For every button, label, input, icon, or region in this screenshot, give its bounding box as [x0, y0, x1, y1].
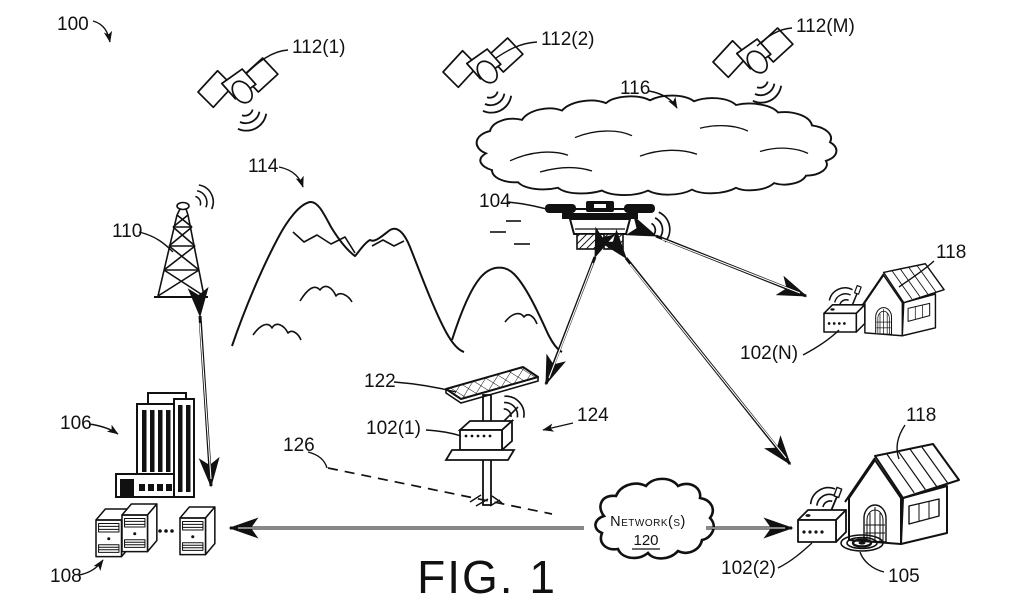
label-118-lower: 118 [906, 405, 936, 426]
label-102-2-leader [777, 542, 813, 569]
mountains [231, 201, 563, 353]
label-126: 126 [283, 435, 315, 456]
satellite-2-signal-icon [477, 86, 516, 119]
label-112-2-leader [495, 41, 538, 59]
label-124-arrow [542, 422, 574, 432]
label-102-1-leader [425, 429, 462, 437]
label-112-1: 112(1) [292, 37, 346, 58]
link-uav-solar-station [544, 226, 616, 386]
label-114: 114 [248, 156, 279, 177]
label-118-upper-leader [898, 260, 935, 288]
label-112-m-leader [756, 27, 793, 47]
satellite-1-signal-icon [232, 104, 271, 137]
link-tower-servers [187, 286, 220, 488]
label-106: 106 [60, 413, 92, 434]
office-building [115, 392, 195, 498]
label-102-n-leader [802, 329, 840, 356]
label-112-1-leader [245, 49, 289, 75]
charging-pad [840, 534, 884, 552]
label-122: 122 [364, 371, 396, 392]
label-104-leader [507, 201, 558, 213]
figure-caption: FIG. 1 [417, 551, 557, 603]
link-uav-device-n [625, 215, 808, 298]
label-118-upper: 118 [936, 242, 966, 263]
label-110-leader [138, 231, 174, 253]
label-108: 108 [50, 566, 82, 587]
network-cloud-number: 120 [633, 532, 658, 549]
label-105: 105 [888, 566, 920, 587]
label-104: 104 [479, 191, 511, 212]
radio-tower [154, 201, 208, 298]
network-cloud: Network(s) 120 [594, 477, 715, 560]
label-116: 116 [620, 78, 650, 99]
label-system-100: 100 [57, 14, 113, 43]
label-112-m: 112(M) [796, 16, 855, 37]
label-126-leader [307, 451, 328, 469]
motion-dashes [490, 220, 530, 245]
label-112-2: 112(2) [541, 29, 595, 50]
ellipsis-dots [158, 529, 174, 533]
label-105-leader [859, 551, 885, 573]
label-122-leader [393, 381, 457, 393]
label-114-arrow [278, 166, 304, 188]
label-124: 124 [577, 405, 609, 426]
house-upper-icon [861, 263, 945, 337]
label-100-arrow [92, 20, 113, 43]
device-n-icon [823, 284, 866, 333]
label-102-1: 102(1) [366, 418, 421, 439]
device-2-icon [797, 486, 847, 543]
network-cloud-name: Network(s) [610, 514, 686, 530]
label-116-arrow [648, 90, 678, 109]
label-102-2: 102(2) [721, 558, 776, 579]
sky-cloud [475, 94, 838, 197]
house-lower-icon [844, 443, 960, 545]
device-2-signal-icon [806, 482, 841, 513]
label-102-n: 102(N) [740, 343, 798, 364]
server-3-icon [179, 506, 216, 556]
uav-drone [490, 201, 655, 250]
server-cluster [95, 503, 216, 558]
satellite-1-icon [197, 57, 279, 109]
satellite-m-icon [712, 27, 794, 79]
satellite-2-icon [442, 37, 524, 89]
device-1-signal-icon [496, 390, 530, 425]
server-2-icon [121, 503, 158, 553]
ground-dashed-line [327, 467, 553, 515]
solar-station [444, 366, 539, 507]
label-110: 110 [112, 221, 142, 242]
label-118-lower-leader [896, 424, 906, 460]
tower-signal-icon [190, 181, 219, 214]
label-108-arrow [78, 559, 104, 576]
label-100-text: 100 [57, 14, 89, 35]
label-106-arrow [88, 423, 119, 435]
